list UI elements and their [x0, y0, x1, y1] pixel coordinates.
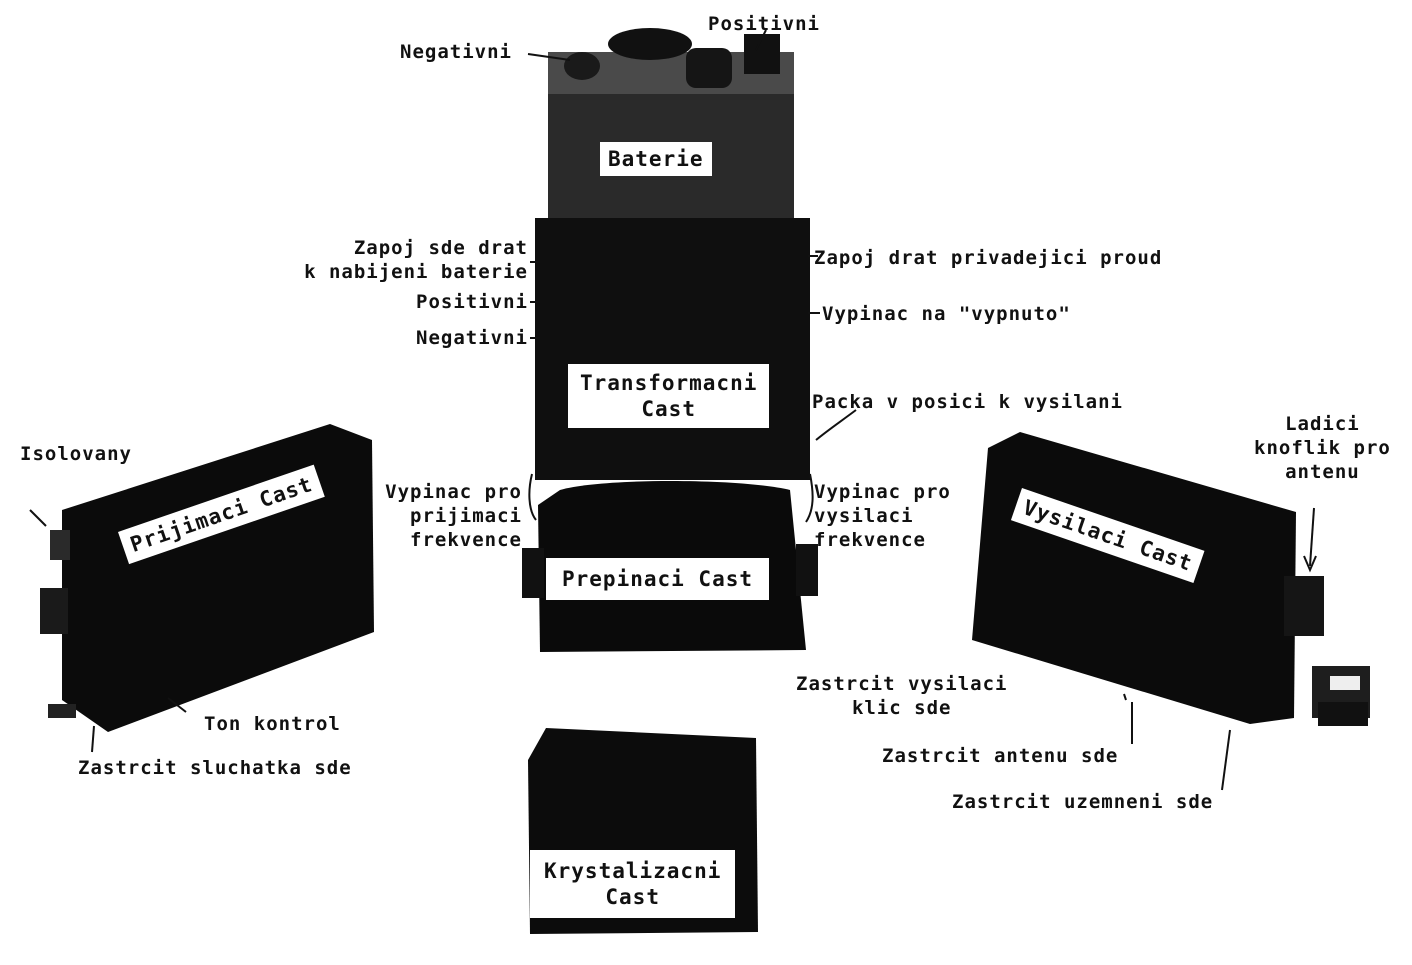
callout-antena: Zastrcit antenu sde — [882, 744, 1118, 768]
callout-izolovany: Isolovany — [20, 442, 132, 466]
callout-ladici-knoflik: Ladici knoflik pro antenu — [1254, 412, 1391, 484]
callout-positivni-mid: Positivni — [362, 290, 528, 314]
callout-vysilaci-klic-line2: klic sde — [851, 697, 952, 719]
part-label-krystalizacni-line1: Krystalizacni — [544, 859, 722, 883]
receiver-unit — [40, 424, 374, 732]
callout-vypinac-vypnuto: Vypinac na "vypnuto" — [822, 302, 1071, 326]
callout-negativni-top-text: Negativni — [400, 41, 512, 63]
battery-terminal-negative — [564, 52, 600, 80]
callout-vypinac-vysilaci-line2: vysilaci — [814, 505, 914, 527]
callout-packa-text: Packa v posici k vysilani — [812, 391, 1123, 413]
callout-zapoj-proud-text: Zapoj drat privadejici proud — [814, 247, 1163, 269]
callout-packa: Packa v posici k vysilani — [812, 390, 1123, 414]
callout-ladici-line2: knoflik pro — [1254, 437, 1391, 459]
callout-negativni-mid-text: Negativni — [416, 327, 528, 349]
callout-zapoj-nabijeni-line2: k nabijeni baterie — [304, 261, 528, 283]
callout-negativni-top: Negativni — [400, 40, 512, 64]
callout-izolovany-text: Isolovany — [20, 443, 132, 465]
battery-terminal-positive — [744, 34, 780, 74]
callout-zapoj-nabijeni: Zapoj sde drat k nabijeni baterie — [262, 236, 528, 284]
callout-positivni-top-text: Positivni — [708, 13, 820, 35]
callout-zapoj-proud: Zapoj drat privadejici proud — [814, 246, 1162, 270]
callout-positivni-top: Positivni — [708, 12, 820, 36]
callout-uzemneni: Zastrcit uzemneni sde — [952, 790, 1213, 814]
callout-sluchatka: Zastrcit sluchatka sde — [78, 756, 352, 780]
part-label-baterie: Baterie — [600, 142, 712, 176]
part-label-transformacni: Transformacni Cast — [568, 364, 770, 428]
callout-vypinac-vysilaci-line1: Vypinac pro — [814, 481, 951, 503]
callout-vysilaci-klic-line1: Zastrcit vysilaci — [796, 673, 1008, 695]
callout-vypinac-vypnuto-text: Vypinac na "vypnuto" — [822, 303, 1071, 325]
transformer-unit — [535, 218, 810, 480]
part-label-transformacni-line1: Transformacni — [580, 371, 758, 395]
leader-lines — [29, 29, 1317, 791]
part-label-prepinaci: Prepinaci Cast — [546, 558, 770, 600]
callout-uzemneni-text: Zastrcit uzemneni sde — [952, 791, 1214, 813]
callout-sluchatka-text: Zastrcit sluchatka sde — [78, 757, 352, 779]
part-label-transformacni-line2: Cast — [641, 397, 696, 421]
callout-vypinac-prijimaci-line2: prijimaci — [410, 505, 522, 527]
callout-vypinac-vysilaci: Vypinac pro vysilaci frekvence — [814, 480, 951, 552]
callout-positivni-mid-text: Positivni — [416, 291, 528, 313]
part-label-prepinaci-text: Prepinaci Cast — [562, 567, 754, 591]
part-label-krystalizacni: Krystalizacni Cast — [530, 850, 736, 918]
callout-vypinac-prijimaci-line1: Vypinac pro — [385, 481, 522, 503]
callout-vypinac-prijimaci-line3: frekvence — [410, 529, 522, 551]
callout-vysilaci-klic: Zastrcit vysilaci klic sde — [796, 672, 1007, 720]
callout-negativni-mid: Negativni — [362, 326, 528, 350]
callout-vypinac-vysilaci-line3: frekvence — [814, 529, 926, 551]
battery-unit — [548, 28, 794, 230]
callout-antena-text: Zastrcit antenu sde — [882, 745, 1119, 767]
callout-ladici-line3: antenu — [1285, 461, 1360, 483]
callout-vypinac-prijimaci: Vypinac pro prijimaci frekvence — [360, 480, 522, 552]
callout-ladici-line1: Ladici — [1285, 413, 1360, 435]
battery-terminal-cap — [608, 28, 692, 60]
callout-ton-kontrol-text: Ton kontrol — [204, 713, 341, 735]
callout-ton-kontrol: Ton kontrol — [204, 712, 341, 736]
part-label-baterie-text: Baterie — [608, 147, 704, 171]
part-label-krystalizacni-line2: Cast — [605, 885, 660, 909]
callout-zapoj-nabijeni-line1: Zapoj sde drat — [353, 237, 528, 259]
